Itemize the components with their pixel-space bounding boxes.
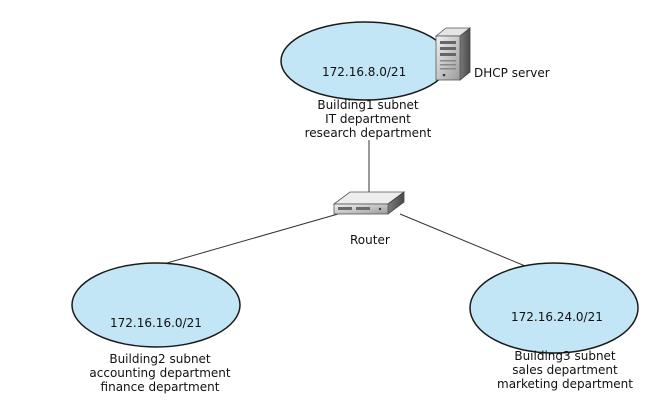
link-router-building2: [159, 213, 339, 266]
building2-dept-1: accounting department: [89, 366, 231, 380]
building3-name: Building3 subnet: [514, 349, 616, 363]
building2-caption: Building2 subnet accounting department f…: [85, 352, 235, 394]
building3-subnet-ellipse: [469, 262, 639, 354]
server-icon: [434, 27, 472, 81]
building3-subnet-address: 172.16.24.0/21: [511, 310, 603, 324]
building1-subnet-address: 172.16.8.0/21: [322, 65, 407, 79]
building2-dept-2: finance department: [100, 380, 220, 394]
router-icon: [332, 191, 406, 215]
link-router-building3: [399, 213, 531, 269]
building2-subnet-ellipse: [71, 262, 241, 348]
building3-dept-2: marketing department: [497, 377, 633, 391]
building2-name: Building2 subnet: [109, 352, 211, 366]
building3-caption: Building3 subnet sales department market…: [490, 349, 640, 391]
building1-name: Building1 subnet: [317, 98, 419, 112]
dhcp-server-label: DHCP server: [474, 66, 550, 80]
building1-caption: Building1 subnet IT department research …: [303, 98, 433, 140]
router-label: Router: [350, 233, 390, 247]
building1-subnet-ellipse: [280, 21, 450, 101]
building1-dept-1: IT department: [325, 112, 411, 126]
building3-dept-1: sales department: [512, 363, 618, 377]
building1-dept-2: research department: [304, 126, 432, 140]
building2-subnet-address: 172.16.16.0/21: [110, 316, 202, 330]
